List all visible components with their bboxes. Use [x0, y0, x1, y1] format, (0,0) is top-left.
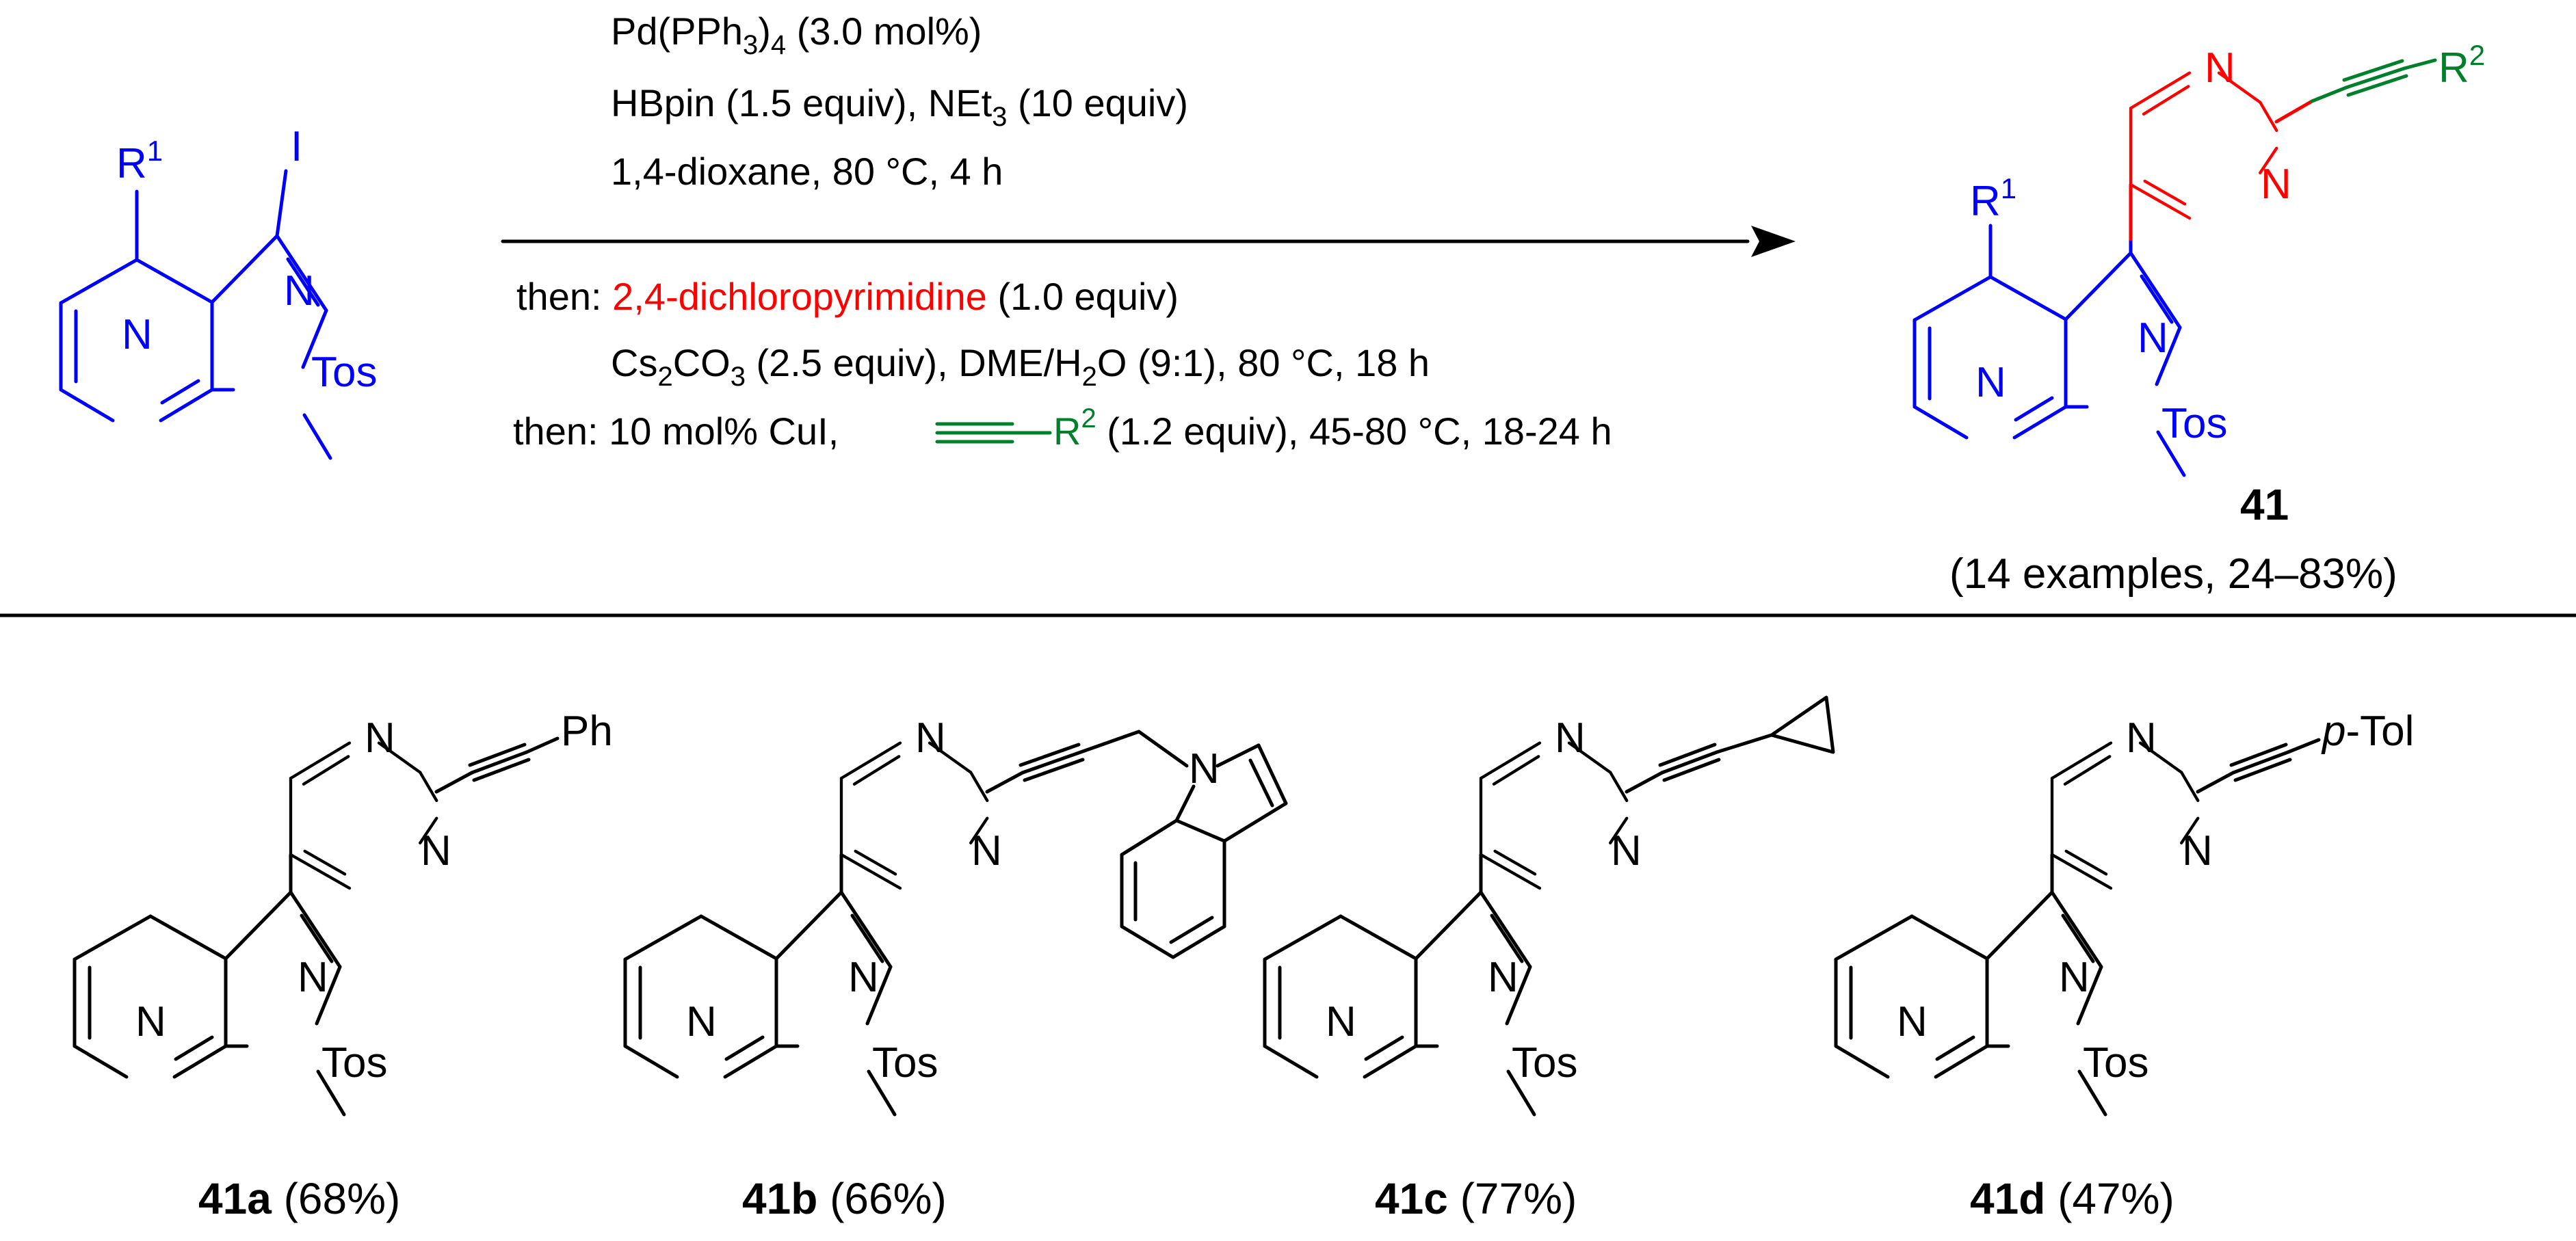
reactant-structure: I R1 N N Tos	[61, 123, 377, 458]
example-41a: N N Ph N N Tos 41a (68%)	[75, 708, 613, 1223]
atom-n: N	[848, 954, 879, 1001]
pyrimidine-n1-label: N	[2205, 44, 2235, 92]
atom-n: N	[2182, 827, 2213, 875]
condition-sonogashira: then: 10 mol% CuI,	[513, 410, 839, 453]
atom-n: N	[298, 954, 328, 1001]
atom-n: N	[2126, 715, 2157, 762]
example-41b: N N N N N Tos 41b (66%)	[625, 715, 1288, 1223]
atom-n: N	[1488, 954, 1519, 1001]
terminal-alkyne-icon	[935, 422, 1052, 444]
atom-n: N	[1326, 998, 1356, 1045]
atom-n: N	[686, 998, 717, 1045]
product-summary: (14 examples, 24–83%)	[1949, 550, 2397, 598]
r1-label-product: R1	[1970, 172, 2016, 225]
phenyl-label: Ph	[561, 708, 613, 755]
pyridine-n-label: N	[122, 311, 153, 358]
condition-suzuki: Cs2CO3 (2.5 equiv), DME/H2O (9:1), 80 °C…	[611, 341, 1430, 392]
atom-n: N	[1555, 715, 1586, 762]
tos-label: Tos	[1512, 1039, 1577, 1086]
condition-solvent: 1,4-dioxane, 80 °C, 4 h	[611, 150, 1003, 193]
product-number: 41	[2240, 480, 2289, 529]
tos-label-product: Tos	[2161, 400, 2227, 447]
condition-alkyne: R2 (1.2 equiv), 45-80 °C, 18-24 h	[1053, 403, 1612, 453]
atom-n: N	[1189, 745, 1220, 792]
tos-label: Tos	[2083, 1039, 2148, 1086]
atom-n: N	[1611, 827, 1642, 875]
atom-n: N	[421, 827, 451, 875]
example-caption-41d: 41d (47%)	[1970, 1174, 2174, 1223]
product-structure: R2 N N R1 N N Tos 41 (14 examples, 24–83…	[1915, 39, 2485, 598]
tos-label: Tos	[872, 1039, 938, 1086]
example-caption-41c: 41c (77%)	[1375, 1174, 1577, 1223]
pyridine-n-label-product: N	[1975, 359, 2006, 406]
atom-n: N	[915, 715, 946, 762]
iodine-label: I	[291, 123, 302, 170]
example-caption-41b: 41b (66%)	[742, 1174, 947, 1223]
example-caption-41a: 41a (68%)	[198, 1174, 400, 1223]
tos-label: Tos	[311, 349, 377, 396]
pyrrole-n-label: N	[284, 267, 315, 315]
tos-label: Tos	[321, 1039, 387, 1086]
atom-n: N	[135, 998, 166, 1045]
pyrrole-n-label-product: N	[2138, 315, 2168, 362]
example-41d: N N p-Tol N N Tos 41d (47%)	[1836, 708, 2414, 1223]
tolyl-label: p-Tol	[2321, 708, 2414, 755]
example-41c: N N N N Tos 41c (77%)	[1265, 695, 1835, 1223]
condition-pyrimidine: then: 2,4-dichloropyrimidine (1.0 equiv)	[516, 275, 1179, 318]
reaction-arrow	[501, 226, 1796, 257]
reaction-conditions: Pd(PPh3)4 (3.0 mol%) HBpin (1.5 equiv), …	[513, 10, 1612, 453]
condition-borylation: HBpin (1.5 equiv), NEt3 (10 equiv)	[611, 81, 1188, 132]
atom-n: N	[971, 827, 1002, 875]
r1-label: R1	[116, 135, 163, 187]
r2-label: R2	[2439, 39, 2485, 92]
atom-n: N	[1897, 998, 1928, 1045]
condition-catalyst: Pd(PPh3)4 (3.0 mol%)	[611, 10, 982, 60]
pyrimidine-n3-label: N	[2261, 161, 2291, 208]
atom-n: N	[2059, 954, 2090, 1001]
atom-n: N	[365, 715, 395, 762]
